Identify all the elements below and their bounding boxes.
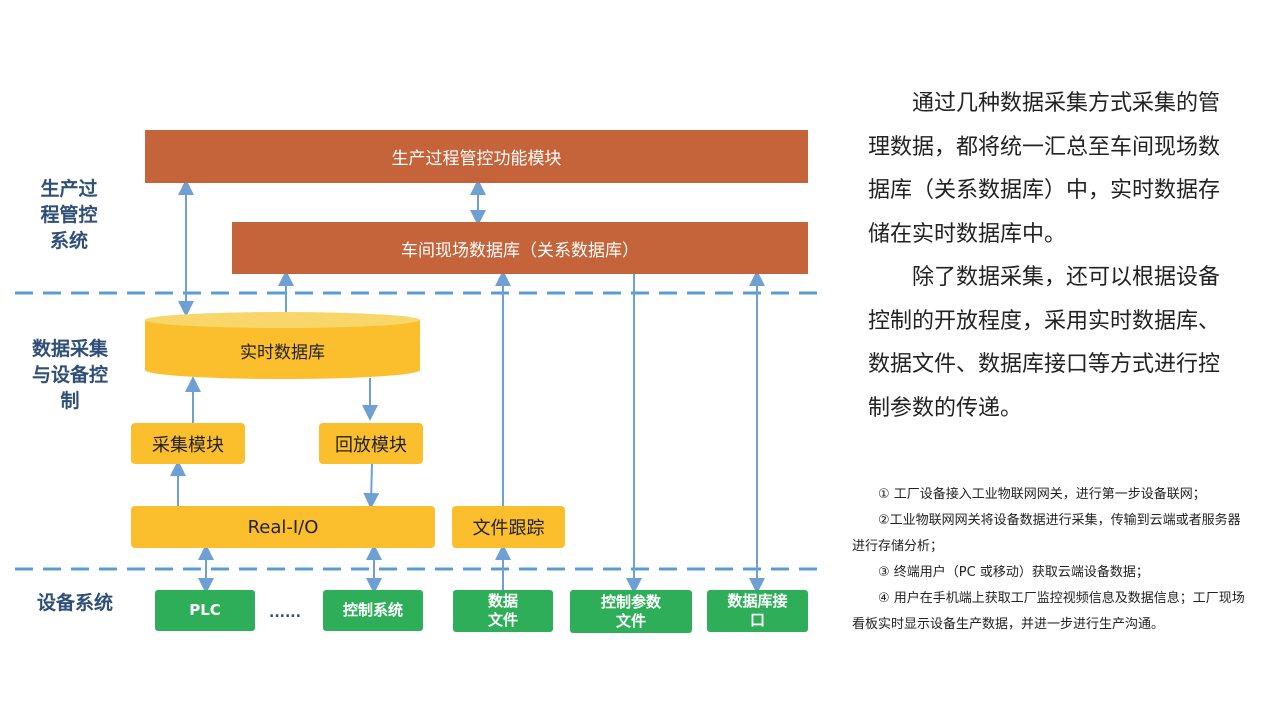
arrow <box>363 463 380 509</box>
description-paragraph: 除了数据采集，还可以根据设备控制的开放程度，采用实时数据库、数据文件、数据库接口… <box>868 265 1221 421</box>
layer-label: 数据采集与设备控制 <box>31 338 108 412</box>
realtime-database: 实时数据库 <box>240 342 325 363</box>
file-tracking: 文件跟踪 <box>452 506 565 548</box>
ellipsis: ...... <box>269 605 301 621</box>
note: ④ 用户在手机端上获取工厂监控视频信息及数据信息；工厂现场看板实时显示设备生产数… <box>852 591 1245 632</box>
production-control-module: 生产过程管控功能模块 <box>145 130 808 183</box>
note: ②工业物联网网关将设备数据进行采集，传输到云端或者服务器进行存储分析； <box>852 513 1241 554</box>
layer-label: 生产过程管控系统 <box>40 178 98 252</box>
note: ③ 终端用户（PC 或移动）获取云端设备数据； <box>878 565 1149 580</box>
device-plc: PLC <box>155 590 255 631</box>
device-data-file: 数据文件 <box>453 590 553 632</box>
real-io: Real-I/O <box>131 506 435 548</box>
layer-label: 设备系统 <box>36 592 113 614</box>
device-control-system: 控制系统 <box>323 590 423 631</box>
collect-module: 采集模块 <box>131 423 245 464</box>
notes: ① 工厂设备接入工业物联网网关，进行第一步设备联网； ②工业物联网网关将设备数据… <box>852 482 1252 638</box>
shop-floor-database: 车间现场数据库（关系数据库） <box>232 222 808 274</box>
device-db-interface: 数据库接口 <box>707 590 808 632</box>
description: 通过几种数据采集方式采集的管理数据，都将统一汇总至车间现场数据库（关系数据库）中… <box>868 82 1238 430</box>
realtime-db-cylinder <box>145 312 420 379</box>
playback-module: 回放模块 <box>319 423 423 464</box>
description-paragraph: 通过几种数据采集方式采集的管理数据，都将统一汇总至车间现场数据库（关系数据库）中… <box>868 91 1221 247</box>
device-control-param-file: 控制参数文件 <box>570 590 692 633</box>
note: ① 工厂设备接入工业物联网网关，进行第一步设备联网； <box>878 487 1206 502</box>
